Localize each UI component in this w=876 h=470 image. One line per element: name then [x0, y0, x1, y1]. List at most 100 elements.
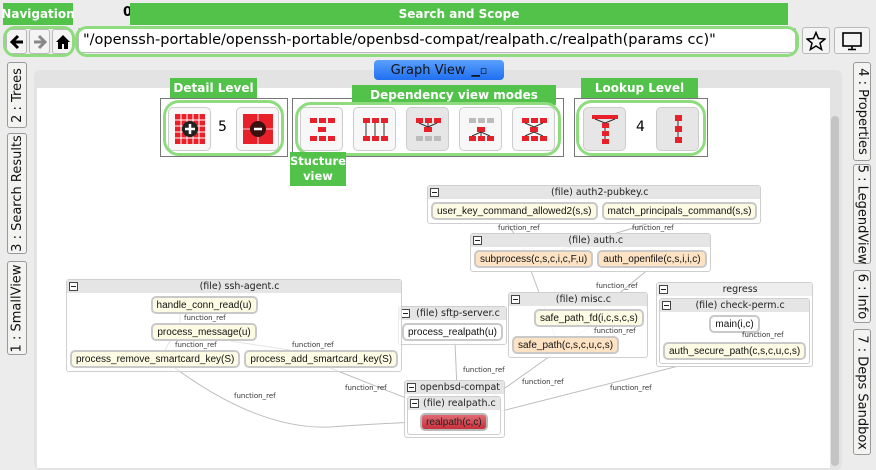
group-sftp-server[interactable]: (file) sftp-server.c process_realpath(u) [398, 306, 507, 345]
edge-label: function_ref [345, 384, 387, 392]
search-scope-annotation: Search and Scope [130, 3, 788, 25]
group-title: regress [722, 284, 758, 295]
dependency-modes-annotation: Dependency view modes [352, 85, 556, 105]
structure-view-annotation: Stucture view [290, 152, 346, 186]
lookup-level-annotation: Lookup Level [581, 78, 698, 98]
tree-expand-icon [591, 115, 618, 144]
group-check-perm[interactable]: (file) check-perm.c main(i,c) auth_secur… [659, 298, 811, 364]
star-icon [806, 30, 826, 51]
grid-plus-icon [174, 114, 205, 144]
tab-search-results[interactable]: 3 : Search Results [7, 133, 27, 254]
tab-deps-sandbox[interactable]: 7 : Deps Sandbox [853, 329, 871, 455]
chain-icon [674, 115, 682, 143]
monitor-icon [842, 31, 862, 50]
both-directions-view-icon [521, 118, 547, 141]
node-realpath[interactable]: realpath(c,c) [420, 413, 488, 431]
group-title: (file) misc.c [555, 294, 612, 305]
collapse-icon[interactable] [407, 383, 416, 392]
node-main[interactable]: main(i,c) [709, 315, 760, 333]
edge-label: function_ref [610, 384, 652, 392]
edge [489, 357, 711, 415]
edge-label: function_ref [742, 331, 784, 339]
edge-label: function_ref [498, 224, 540, 232]
navigation-highlight [3, 26, 75, 57]
node-process-add-smartcard-key[interactable]: process_add_smartcard_key(S) [244, 350, 399, 368]
graph-view-label: Graph View [390, 62, 466, 78]
node-process-remove-smartcard-key[interactable]: process_remove_smartcard_key(S) [70, 350, 241, 368]
group-title: openbsd-compat [420, 382, 501, 393]
collapse-icon[interactable] [662, 301, 671, 310]
incoming-view-button[interactable] [406, 107, 449, 151]
back-icon [9, 34, 23, 49]
group-openbsd-compat[interactable]: openbsd-compat (file) realpath.c realpat… [404, 380, 506, 438]
group-title: (file) check-perm.c [695, 300, 785, 311]
tab-info[interactable]: 6 : Info [853, 270, 871, 323]
graph-view-title[interactable]: Graph View ▁▫ [374, 60, 504, 80]
minimize-restore-icon[interactable]: ▁▫ [471, 63, 488, 77]
node-user-key-command-allowed2[interactable]: user_key_command_allowed2(s,s) [431, 202, 598, 220]
node-safe-path[interactable]: safe_path(c,s,c,u,c,s) [512, 336, 620, 354]
group-title: (file) auth2-pubkey.c [550, 187, 649, 198]
incoming-view-icon [415, 118, 441, 141]
group-misc[interactable]: (file) misc.c safe_path_fd(i,c,s,c,s) sa… [508, 292, 648, 358]
lookup-level-highlight [576, 100, 706, 156]
edge-label: function_ref [632, 224, 674, 232]
group-auth2-pubkey[interactable]: (file) auth2-pubkey.c user_key_command_a… [427, 185, 762, 224]
edge-label: function_ref [234, 392, 276, 400]
node-subprocess[interactable]: subprocess(c,s,c,i,c,F,u) [474, 250, 594, 268]
group-ssh-agent[interactable]: (file) ssh-agent.c handle_conn_read(u) p… [66, 279, 403, 372]
collapse-icon[interactable] [410, 399, 419, 408]
group-regress[interactable]: regress (file) check-perm.c main(i,c) au… [656, 282, 814, 367]
forward-button[interactable] [29, 29, 50, 54]
search-highlight [75, 26, 799, 57]
node-process-message[interactable]: process_message(u) [151, 323, 257, 341]
edge-label: function_ref [175, 341, 217, 349]
forward-icon [33, 34, 47, 49]
decrease-detail-button[interactable] [236, 107, 279, 151]
edge [174, 367, 435, 428]
lookup-level-value: 4 [636, 119, 645, 135]
parallel-view-icon [362, 118, 388, 141]
parallel-view-button[interactable] [353, 107, 396, 151]
structure-view-icon [309, 118, 335, 141]
screen-button[interactable] [834, 27, 870, 54]
edge-label: function_ref [596, 282, 638, 290]
node-auth-openfile[interactable]: auth_openfile(c,s,i,i,c) [597, 250, 707, 268]
tab-smallview[interactable]: 1 : SmallView [7, 261, 27, 355]
node-safe-path-fd[interactable]: safe_path_fd(i,c,s,c,s) [534, 309, 644, 327]
block-minus-icon [242, 114, 273, 144]
group-auth[interactable]: (file) auth.c subprocess(c,s,c,i,c,F,u) … [470, 233, 711, 272]
dependency-modes-highlight [295, 102, 561, 156]
outgoing-view-button[interactable] [459, 107, 502, 151]
group-title: (file) sftp-server.c [416, 308, 500, 319]
detail-level-annotation: Detail Level [170, 78, 257, 98]
detail-level-value: 5 [218, 119, 227, 135]
edge-label: function_ref [184, 314, 226, 322]
collapse-icon[interactable] [659, 285, 668, 294]
stray-text: 0 [123, 5, 133, 20]
group-realpath-c[interactable]: (file) realpath.c realpath(c,c) [407, 396, 501, 435]
bookmark-button[interactable] [802, 27, 830, 54]
edge-label: function_ref [522, 378, 564, 386]
group-title: (file) realpath.c [423, 398, 496, 409]
collapse-icon[interactable] [511, 295, 520, 304]
node-process-realpath[interactable]: process_realpath(u) [402, 323, 503, 341]
collapse-icon[interactable] [430, 188, 439, 197]
collapse-icon[interactable] [69, 282, 78, 291]
tab-properties[interactable]: 4 : Properties [853, 62, 871, 161]
tab-legendview[interactable]: 5 : LegendView [853, 164, 871, 264]
vertical-scrollbar[interactable] [831, 116, 839, 466]
collapse-icon[interactable] [473, 236, 482, 245]
edge-label: function_ref [292, 341, 334, 349]
edge-label: function_ref [594, 327, 636, 335]
node-handle-conn-read[interactable]: handle_conn_read(u) [150, 296, 258, 314]
node-match-principals-command[interactable]: match_principals_command(s,s) [601, 202, 758, 220]
node-auth-secure-path[interactable]: auth_secure_path(c,s,c,u,c,s) [663, 342, 807, 360]
group-title: (file) auth.c [568, 235, 624, 246]
navigation-annotation: Navigation [1, 3, 75, 25]
group-title: (file) ssh-agent.c [199, 281, 280, 292]
outgoing-view-icon [468, 118, 494, 141]
collapse-icon[interactable] [401, 309, 410, 318]
tab-trees[interactable]: 2 : Trees [7, 62, 27, 128]
edge-label: function_ref [463, 366, 505, 374]
